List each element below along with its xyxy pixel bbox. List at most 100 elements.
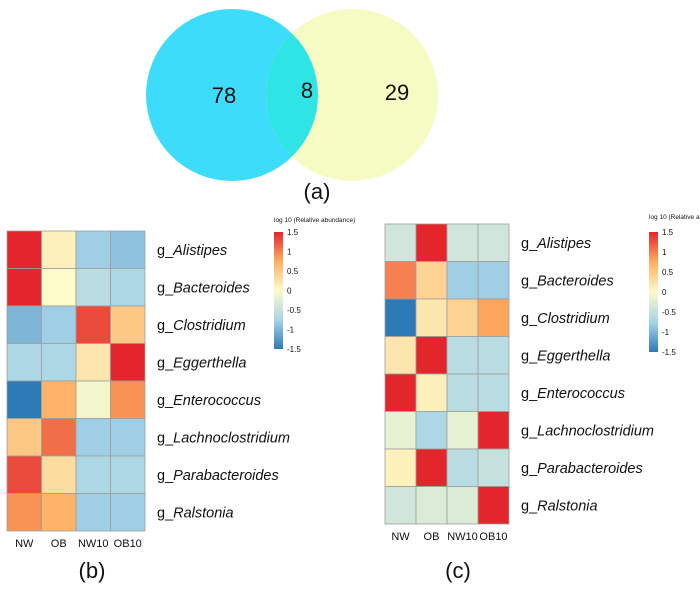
colorbar-gradient xyxy=(649,232,658,352)
heatmap-cell-bacteroides-ob xyxy=(415,261,448,300)
heatmap-cell-eggerthella-nw xyxy=(384,336,417,375)
row-label-prefix: g_ xyxy=(157,318,174,334)
row-label-prefix: g_ xyxy=(521,273,538,289)
heatmap-cell-alistipes-ob10 xyxy=(110,230,146,269)
heatmap-cell-ralstonia-ob xyxy=(415,486,448,525)
heatmap-cell-parabacteroides-ob xyxy=(415,448,448,487)
heatmap-cell-ralstonia-nw10 xyxy=(446,486,479,525)
colorbar-tick: -1.5 xyxy=(662,348,676,357)
col-label-nw: NW xyxy=(391,531,410,543)
heatmap-cell-alistipes-nw xyxy=(6,230,42,269)
row-label-lachnoclostridium: g_Lachnoclostridium xyxy=(157,430,290,446)
row-label-genus: Lachnoclostridium xyxy=(173,430,290,446)
col-label-nw: NW xyxy=(15,538,34,550)
row-label-prefix: g_ xyxy=(521,348,538,364)
row-label-prefix: g_ xyxy=(521,386,538,402)
heatmap-cell-lachnoclostridium-ob10 xyxy=(110,418,146,457)
heatmap-cell-alistipes-nw xyxy=(384,223,417,262)
heatmap-cell-enterococcus-ob xyxy=(41,380,77,419)
col-label-nw10: NW10 xyxy=(447,531,478,543)
colorbar-tick: 1.5 xyxy=(662,228,674,237)
heatmap-cell-clostridium-ob10 xyxy=(477,298,510,337)
heatmap-cell-lachnoclostridium-ob10 xyxy=(477,411,510,450)
row-label-prefix: g_ xyxy=(157,430,174,446)
row-label-ralstonia: g_Ralstonia xyxy=(157,505,234,521)
row-label-prefix: g_ xyxy=(521,236,538,252)
heatmap-cell-parabacteroides-ob xyxy=(41,455,77,494)
row-label-genus: Parabacteroides xyxy=(173,468,279,484)
col-label-ob: OB xyxy=(51,538,67,550)
row-label-prefix: g_ xyxy=(521,311,538,327)
row-label-genus: Lachnoclostridium xyxy=(537,423,654,439)
heatmap-cell-enterococcus-nw10 xyxy=(446,373,479,412)
venn-diagram: 78 8 29 (a) xyxy=(146,9,438,204)
row-label-prefix: g_ xyxy=(157,243,174,259)
row-label-genus: Bacteroides xyxy=(537,273,614,289)
row-label-genus: Clostridium xyxy=(537,311,610,327)
heatmap-cell-bacteroides-ob10 xyxy=(110,268,146,307)
venn-left-count: 78 xyxy=(212,83,236,108)
row-label-prefix: g_ xyxy=(157,468,174,484)
heatmap-cell-eggerthella-ob10 xyxy=(477,336,510,375)
heatmap-cell-clostridium-ob10 xyxy=(110,305,146,344)
colorbar-tick: 0.5 xyxy=(287,267,299,276)
venn-intersection-count: 8 xyxy=(301,78,313,103)
heatmap-cell-alistipes-nw10 xyxy=(75,230,111,269)
heatmap-cell-bacteroides-nw xyxy=(384,261,417,300)
heatmap-b: g_Alistipesg_Bacteroidesg_Clostridiumg_E… xyxy=(6,230,290,550)
row-label-genus: Clostridium xyxy=(173,318,246,334)
colorbar-title: log 10 (Relative abundance) xyxy=(274,217,355,224)
heatmap-cell-alistipes-ob xyxy=(415,223,448,262)
heatmap-cell-bacteroides-nw10 xyxy=(75,268,111,307)
row-label-genus: Enterococcus xyxy=(173,393,261,409)
row-label-alistipes: g_Alistipes xyxy=(157,243,227,259)
row-label-prefix: g_ xyxy=(521,461,538,477)
heatmap-cell-ralstonia-nw10 xyxy=(75,493,111,532)
col-label-nw10: NW10 xyxy=(78,538,109,550)
venn-left-circle xyxy=(146,9,318,181)
heatmap-cell-lachnoclostridium-nw xyxy=(384,411,417,450)
heatmap-cell-eggerthella-nw xyxy=(6,343,42,382)
heatmap-cell-ralstonia-ob10 xyxy=(110,493,146,532)
row-label-enterococcus: g_Enterococcus xyxy=(157,393,261,409)
heatmap-cell-bacteroides-ob10 xyxy=(477,261,510,300)
row-label-prefix: g_ xyxy=(157,280,174,296)
colorbar-gradient xyxy=(274,232,283,349)
heatmap-cell-parabacteroides-nw10 xyxy=(75,455,111,494)
heatmap-cell-alistipes-ob10 xyxy=(477,223,510,262)
heatmap-cell-lachnoclostridium-ob xyxy=(415,411,448,450)
heatmap-cell-enterococcus-ob xyxy=(415,373,448,412)
panel-label-a: (a) xyxy=(304,179,331,204)
row-label-genus: Bacteroides xyxy=(173,280,250,296)
row-label-parabacteroides: g_Parabacteroides xyxy=(521,461,643,477)
row-label-prefix: g_ xyxy=(157,505,174,521)
heatmap-cell-lachnoclostridium-ob xyxy=(41,418,77,457)
heatmap-cell-clostridium-nw xyxy=(6,305,42,344)
row-label-eggerthella: g_Eggerthella xyxy=(521,348,611,364)
colorbar-tick: 0 xyxy=(662,288,667,297)
heatmap-cell-enterococcus-nw10 xyxy=(75,380,111,419)
heatmap-cell-ralstonia-nw xyxy=(384,486,417,525)
row-label-genus: Enterococcus xyxy=(537,386,625,402)
heatmap-cell-ralstonia-ob10 xyxy=(477,486,510,525)
heatmap-cell-eggerthella-ob xyxy=(41,343,77,382)
row-label-prefix: g_ xyxy=(521,498,538,514)
heatmap-cell-eggerthella-ob xyxy=(415,336,448,375)
colorbar-tick: -1 xyxy=(662,328,670,337)
heatmap-cell-ralstonia-nw xyxy=(6,493,42,532)
heatmap-cell-enterococcus-nw xyxy=(384,373,417,412)
row-label-bacteroides: g_Bacteroides xyxy=(521,273,614,289)
row-label-genus: Parabacteroides xyxy=(537,461,643,477)
colorbar-tick: 1.5 xyxy=(287,228,299,237)
colorbar-title: log 10 (Relative abundance) xyxy=(649,214,700,221)
row-label-genus: Alistipes xyxy=(536,236,591,252)
colorbar-tick: -0.5 xyxy=(287,306,301,315)
col-label-ob10: OB10 xyxy=(479,531,507,543)
row-label-clostridium: g_Clostridium xyxy=(521,311,610,327)
row-label-bacteroides: g_Bacteroides xyxy=(157,280,250,296)
row-label-prefix: g_ xyxy=(157,355,174,371)
row-label-clostridium: g_Clostridium xyxy=(157,318,246,334)
col-label-ob: OB xyxy=(424,531,440,543)
heatmap-cell-clostridium-nw10 xyxy=(446,298,479,337)
